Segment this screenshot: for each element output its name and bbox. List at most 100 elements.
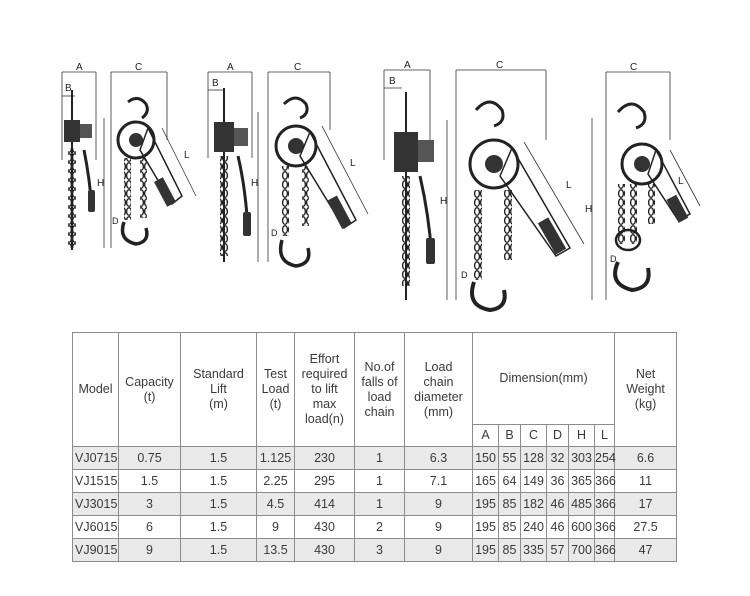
cell-model: VJ0715 xyxy=(72,446,119,470)
label-d: D xyxy=(112,216,119,226)
cell-net-weight: 11 xyxy=(614,469,678,493)
cell-dim-d: 36 xyxy=(546,469,569,493)
label-d: D xyxy=(461,270,468,280)
header-dim-a: A xyxy=(472,424,499,447)
header-effort: Effort required to lift max load(n) xyxy=(294,332,355,447)
cell-model: VJ6015 xyxy=(72,515,119,539)
cell-dim-l: 366 xyxy=(593,469,616,493)
label-l: L xyxy=(566,180,572,191)
header-standard-lift: Standard Lift (m) xyxy=(180,332,257,447)
cell-falls: 2 xyxy=(354,515,405,539)
cell-dim-a: 195 xyxy=(472,515,499,539)
diagram-front-view-2: C H L D xyxy=(251,62,369,268)
cell-capacity: 3 xyxy=(118,492,181,516)
cell-effort: 295 xyxy=(294,469,355,493)
label-c: C xyxy=(630,62,637,73)
header-falls: No.of falls of load chain xyxy=(354,332,405,447)
label-d: D xyxy=(610,254,617,264)
cell-dim-a: 150 xyxy=(472,446,499,470)
diagram-front-view-4: C H L D xyxy=(585,62,701,300)
cell-chain-diameter: 9 xyxy=(404,515,473,539)
diagram-front-view-1: C H L D xyxy=(97,62,197,248)
cell-dim-c: 182 xyxy=(520,492,547,516)
cell-dim-a: 195 xyxy=(472,538,499,562)
cell-dim-b: 85 xyxy=(498,492,521,516)
cell-dim-h: 600 xyxy=(568,515,595,539)
cell-chain-diameter: 7.1 xyxy=(404,469,473,493)
label-b: B xyxy=(212,78,219,89)
cell-capacity: 0.75 xyxy=(118,446,181,470)
cell-chain-diameter: 9 xyxy=(404,538,473,562)
label-h: H xyxy=(251,178,258,189)
cell-capacity: 1.5 xyxy=(118,469,181,493)
label-l: L xyxy=(678,176,684,187)
cell-standard-lift: 1.5 xyxy=(180,469,257,493)
cell-dim-h: 303 xyxy=(568,446,595,470)
cell-dim-d: 32 xyxy=(546,446,569,470)
cell-model: VJ9015 xyxy=(72,538,119,562)
cell-dim-a: 195 xyxy=(472,492,499,516)
header-chain-diameter: Load chain diameter (mm) xyxy=(404,332,473,447)
label-l: L xyxy=(350,158,356,169)
cell-dim-h: 485 xyxy=(568,492,595,516)
cell-test-load: 4.5 xyxy=(256,492,295,516)
cell-test-load: 1.125 xyxy=(256,446,295,470)
header-dim-h: H xyxy=(568,424,595,447)
cell-dim-l: 366 xyxy=(593,538,616,562)
cell-dim-b: 55 xyxy=(498,446,521,470)
cell-chain-diameter: 6.3 xyxy=(404,446,473,470)
cell-test-load: 2.25 xyxy=(256,469,295,493)
cell-net-weight: 47 xyxy=(614,538,678,562)
diagram-side-view-1: A B xyxy=(61,62,97,250)
cell-effort: 430 xyxy=(294,515,355,539)
label-b: B xyxy=(389,76,396,87)
cell-falls: 1 xyxy=(354,446,405,470)
header-dim-d: D xyxy=(546,424,569,447)
cell-dim-d: 46 xyxy=(546,515,569,539)
cell-dim-c: 128 xyxy=(520,446,547,470)
cell-dim-l: 366 xyxy=(593,515,616,539)
label-a: A xyxy=(404,60,411,71)
header-net-weight: Net Weight (kg) xyxy=(614,332,678,447)
diagram-front-view-3: C H L D xyxy=(440,60,585,313)
label-l: L xyxy=(184,150,190,161)
cell-dim-l: 254 xyxy=(593,446,616,470)
label-h: H xyxy=(440,196,447,207)
cell-dim-b: 64 xyxy=(498,469,521,493)
cell-model: VJ1515 xyxy=(72,469,119,493)
label-d: D xyxy=(271,228,278,238)
cell-dim-d: 46 xyxy=(546,492,569,516)
cell-dim-b: 85 xyxy=(498,538,521,562)
cell-standard-lift: 1.5 xyxy=(180,446,257,470)
cell-net-weight: 27.5 xyxy=(614,515,678,539)
cell-falls: 1 xyxy=(354,492,405,516)
label-b: B xyxy=(65,83,72,94)
cell-test-load: 13.5 xyxy=(256,538,295,562)
label-h: H xyxy=(585,204,592,215)
header-dim-c: C xyxy=(520,424,547,447)
cell-capacity: 9 xyxy=(118,538,181,562)
header-model: Model xyxy=(72,332,119,447)
label-a: A xyxy=(76,62,83,73)
cell-test-load: 9 xyxy=(256,515,295,539)
cell-dim-a: 165 xyxy=(472,469,499,493)
cell-effort: 230 xyxy=(294,446,355,470)
cell-falls: 3 xyxy=(354,538,405,562)
label-c: C xyxy=(496,60,503,71)
cell-capacity: 6 xyxy=(118,515,181,539)
cell-dim-h: 700 xyxy=(568,538,595,562)
cell-falls: 1 xyxy=(354,469,405,493)
cell-chain-diameter: 9 xyxy=(404,492,473,516)
header-dimension: Dimension(mm) xyxy=(471,332,616,425)
cell-dim-c: 149 xyxy=(520,469,547,493)
label-h: H xyxy=(97,178,104,189)
cell-dim-d: 57 xyxy=(546,538,569,562)
cell-net-weight: 6.6 xyxy=(614,446,678,470)
cell-dim-c: 240 xyxy=(520,515,547,539)
cell-standard-lift: 1.5 xyxy=(180,515,257,539)
